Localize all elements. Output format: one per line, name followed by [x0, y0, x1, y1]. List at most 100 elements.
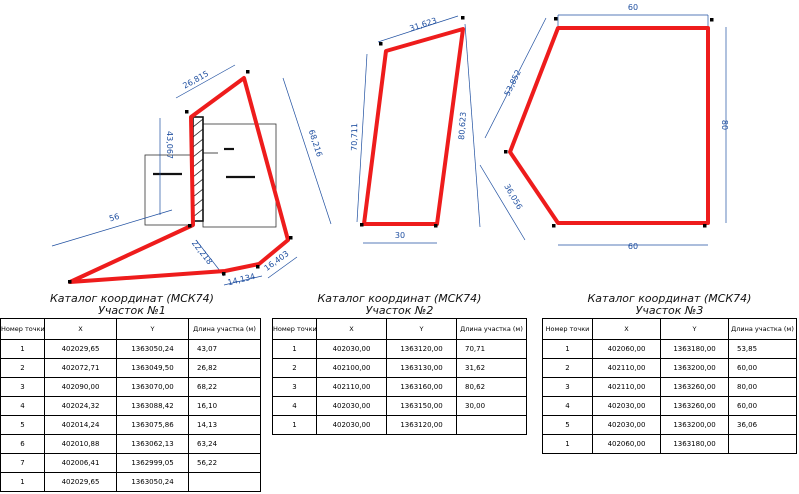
plot-3-drawing: 60 80 60 36,056 53,852: [479, 3, 729, 251]
catalog-3: Каталог координат (МСК74) Участок №3 Ном…: [542, 293, 797, 454]
table-cell: 402072,71: [44, 358, 117, 378]
vertex-markers: [68, 70, 293, 284]
column-header: X: [316, 318, 387, 340]
vertex-marker: [434, 224, 438, 228]
vertex-marker: [222, 272, 226, 276]
table-cell: 36,06: [728, 415, 797, 435]
table-cell: 1: [272, 339, 317, 359]
catalog-title: Каталог координат (МСК74): [50, 292, 214, 305]
table-cell: 1363062,13: [116, 434, 189, 454]
table-cell: 402014,24: [44, 415, 117, 435]
table-cell: 1363075,86: [116, 415, 189, 435]
column-header: X: [592, 318, 661, 340]
building-block-east: [202, 123, 277, 228]
edge-label: 14,134: [227, 272, 256, 288]
vertex-marker: [360, 223, 364, 227]
table-cell: 402029,65: [44, 339, 117, 359]
vertex-marker: [710, 18, 714, 22]
table-cell: 1: [542, 434, 593, 454]
table-cell: 402100,00: [316, 358, 387, 378]
dimension-line: [484, 17, 547, 139]
dimension-line: [377, 15, 459, 43]
table-cell: 31,62: [456, 358, 527, 378]
table-cell: 63,24: [188, 434, 261, 454]
table-cell: 3: [542, 377, 593, 397]
edge-label: 60: [628, 242, 638, 251]
vertex-markers: [360, 16, 465, 228]
edge-label: 36,056: [502, 182, 524, 211]
table-cell: 1363180,00: [660, 434, 729, 454]
table-cell: 1363200,00: [660, 415, 729, 435]
dimension-line: [51, 209, 173, 247]
dimension-lines: [356, 15, 481, 244]
vertex-marker: [256, 265, 260, 269]
column-header: Y: [386, 318, 457, 340]
table-cell: 402060,00: [592, 434, 661, 454]
dimension-labels: 26,815 68,216 16,403 14,134 22,218 56 43…: [108, 69, 324, 287]
dimension-labels: 60 80 60 36,056 53,852: [502, 3, 729, 251]
table-cell: 14,13: [188, 415, 261, 435]
catalog-subtitle: Участок №1: [98, 304, 166, 317]
table-cell: 56,22: [188, 453, 261, 473]
building-block-west: [144, 154, 194, 226]
edge-label: 60: [628, 3, 638, 12]
catalog-title: Каталог координат (МСК74): [587, 292, 752, 305]
table-cell: 6: [0, 434, 45, 454]
edge-label: 43,067: [165, 131, 174, 159]
table-cell: 402110,00: [592, 377, 661, 397]
table-cell: 402030,00: [316, 415, 387, 435]
building-outline: [144, 123, 277, 228]
vertex-marker: [289, 236, 293, 240]
table-cell: 1363150,00: [386, 396, 457, 416]
edge-label: 70,711: [350, 123, 359, 151]
plot-1-boundary: [68, 76, 290, 284]
edge-label: 56: [108, 212, 120, 224]
table-cell: 1363070,00: [116, 377, 189, 397]
table-cell: 43,07: [188, 339, 261, 359]
column-header: Y: [116, 318, 189, 340]
table-cell: 1363260,00: [660, 377, 729, 397]
table-cell: 402030,00: [592, 396, 661, 416]
vertex-marker: [185, 110, 189, 114]
plot-1-drawing: 26,815 68,216 16,403 14,134 22,218 56 43…: [51, 64, 332, 287]
table-cell: 3: [272, 377, 317, 397]
column-header: Длина участка (м): [188, 318, 261, 340]
table-cell: 1363120,00: [386, 339, 457, 359]
vertex-marker: [68, 280, 72, 284]
edge-label: 16,403: [263, 249, 291, 273]
edge-label: 22,218: [190, 239, 214, 267]
table-cell: 402010,88: [44, 434, 117, 454]
table-cell: 3: [0, 377, 45, 397]
table-cell: [188, 472, 261, 492]
table-cell: 402110,00: [592, 358, 661, 378]
table-cell: 402030,00: [316, 339, 387, 359]
edge-label: 30: [395, 231, 405, 240]
column-header: Длина участка (м): [728, 318, 797, 340]
table-cell: 1363120,00: [386, 415, 457, 435]
table-cell: 1: [0, 339, 45, 359]
table-cell: 68,22: [188, 377, 261, 397]
vertex-marker: [552, 224, 556, 228]
dimension-line: [464, 23, 481, 228]
table-cell: [728, 434, 797, 454]
edge-label: 80: [720, 120, 729, 130]
table-cell: 60,00: [728, 396, 797, 416]
plot-3-boundary: [508, 26, 710, 225]
vertex-marker: [461, 16, 465, 20]
table-cell: 1: [0, 472, 45, 492]
table-cell: 1363130,00: [386, 358, 457, 378]
